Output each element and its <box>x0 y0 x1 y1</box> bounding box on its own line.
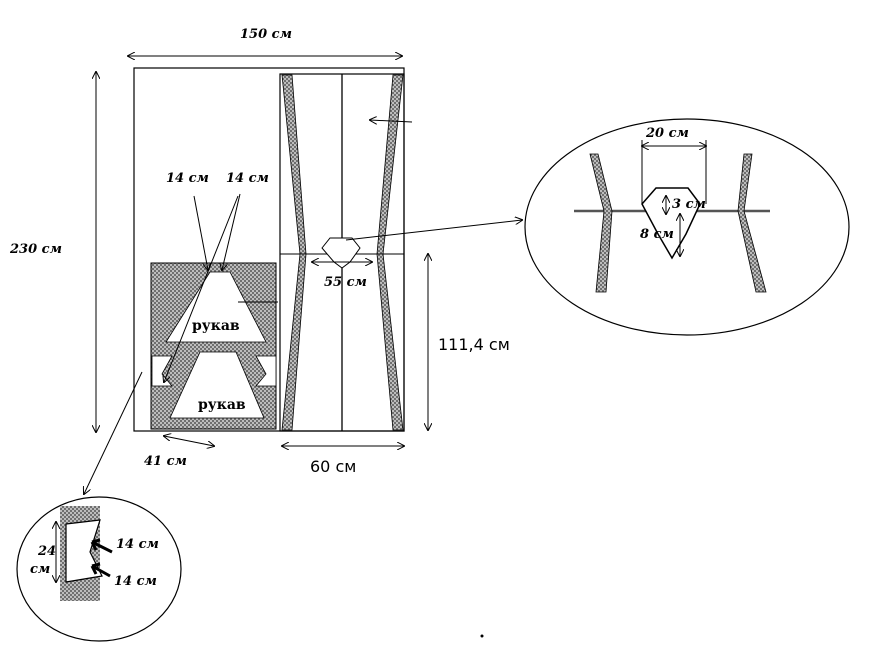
neck-opening <box>321 237 361 269</box>
gusset-detail-leader <box>84 371 143 494</box>
left-gore-lower <box>281 253 307 431</box>
sleeve-bottom-label: 41 см <box>144 454 187 469</box>
neck-detail-depth-small-label: 3 см <box>672 197 706 212</box>
neck-detail-width-label: 20 см <box>645 126 689 141</box>
gusset-right <box>255 355 277 387</box>
left-gore-upper <box>281 74 307 255</box>
gusset-arrow-top-label: 14 см <box>116 537 159 552</box>
neck-detail-depth-large-label: 8 см <box>640 227 674 242</box>
gusset-detail-height-unit: см <box>30 562 50 577</box>
panel-height-label: 111,4 см <box>438 335 510 354</box>
sleeve-bottom-line <box>164 436 214 446</box>
gusset-detail-height-num: 24 <box>37 544 56 559</box>
sleeve-label-top: рукав <box>192 318 240 334</box>
gusset-detail-ellipse <box>16 496 182 642</box>
stray-dot <box>480 634 484 638</box>
panel-width-label: 60 см <box>310 457 356 476</box>
neck-width-label: 55 см <box>324 275 367 290</box>
neck-detail-opening <box>641 187 701 260</box>
sleeve-top-left-label: 14 см <box>166 171 209 186</box>
neck-detail-gore-right <box>737 153 767 293</box>
gusset-arrow-top <box>90 538 113 554</box>
neck-detail-leader <box>345 220 522 241</box>
width-total-label: 150 см <box>240 27 292 42</box>
neck-detail-gore-left <box>589 153 613 293</box>
pointer-right-14a <box>222 193 241 270</box>
sleeve-label-bottom: рукав <box>198 397 246 413</box>
gusset-arrow-bottom <box>90 562 111 578</box>
panel-pointer-arrow <box>370 120 413 122</box>
gusset-arrow-bottom-label: 14 см <box>114 574 157 589</box>
neck-detail-ellipse <box>524 118 850 336</box>
right-gore-lower <box>376 253 404 431</box>
sleeve-piece-bottom <box>169 351 265 419</box>
height-total-label: 230 см <box>9 242 62 257</box>
pointer-left-14 <box>193 195 208 270</box>
right-gore-upper <box>376 74 404 255</box>
pointer-right-14b <box>164 195 239 382</box>
sleeve-top-right-label: 14 см <box>226 171 269 186</box>
sleeve-piece-top <box>165 271 267 343</box>
